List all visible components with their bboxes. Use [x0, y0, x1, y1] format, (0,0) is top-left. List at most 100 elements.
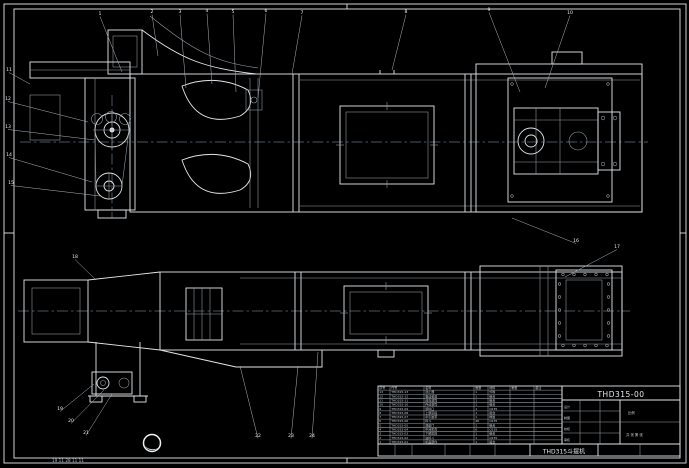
callout-number: 15	[8, 180, 14, 186]
bom-cell: 1	[379, 440, 381, 444]
bolt-hole	[595, 344, 598, 347]
sig-label: 审核	[564, 437, 570, 442]
leader-line	[180, 15, 186, 89]
discharge-chute	[142, 30, 256, 74]
inspection-door-bottom	[340, 282, 432, 357]
scale-label: 比例	[628, 410, 635, 415]
leader-line	[512, 218, 576, 244]
leader-line	[240, 366, 258, 439]
leader-line	[292, 16, 302, 75]
bom-cell: 备注	[535, 385, 541, 390]
bolt-hole	[562, 273, 565, 276]
callout-number: 23	[288, 433, 294, 439]
bolt-hole	[607, 322, 610, 325]
bolt-hole	[607, 283, 610, 286]
callout-number: 1	[99, 11, 102, 17]
side-bracket	[30, 95, 60, 140]
drive-top-box	[552, 52, 582, 64]
bucket-profile	[182, 154, 251, 193]
bolt-hole	[558, 283, 561, 286]
bom-cell: 重量	[511, 385, 517, 390]
bolt-hole	[558, 322, 561, 325]
callout-number: 24	[309, 433, 315, 439]
door-handle	[378, 350, 394, 357]
parts-list-table: 序号代号名称数量材料重量备注13THD315-13逆止器1外购12THD315-…	[378, 385, 562, 444]
bom-cell: 机座部件	[425, 439, 437, 444]
title-block: THD315-00 比例 共 张 第 张 设计制图校核审核 THD315斗提机	[378, 386, 680, 456]
bom-cell: 1	[475, 440, 477, 444]
leader-line	[565, 250, 617, 278]
callout-number: 2	[151, 9, 154, 15]
bolt-hole	[558, 296, 561, 299]
callout-number: 13	[5, 124, 11, 130]
sig-label: 制图	[564, 415, 570, 420]
bolt-hole	[607, 296, 610, 299]
boot-section	[24, 272, 322, 402]
bolt-hole	[573, 344, 576, 347]
takeup-device	[92, 372, 132, 394]
callout-number: 16	[573, 238, 579, 244]
sig-label: 校核	[564, 426, 570, 431]
leader-line	[60, 384, 94, 412]
callout-number: 14	[6, 152, 12, 158]
bucket-profile	[182, 80, 251, 119]
callout-number: 12	[5, 96, 11, 102]
boot-skirt	[160, 350, 322, 367]
callout-number: 4	[206, 8, 209, 14]
leader-line	[233, 15, 236, 93]
bom-cell: 组合	[489, 439, 495, 444]
leader-line	[100, 17, 122, 73]
signature-grid: 设计制图校核审核	[564, 404, 570, 442]
leader-line	[11, 186, 100, 197]
callout-number: 5	[232, 9, 235, 15]
bolt-hole	[606, 273, 609, 276]
drive-frame	[476, 64, 642, 212]
sheet-label: 共 张 第 张	[626, 432, 643, 437]
leader-line	[9, 73, 30, 85]
leader-line	[9, 158, 92, 183]
drawing-title: THD315斗提机	[542, 448, 585, 456]
leader-line	[8, 130, 95, 141]
bolt-hole	[573, 273, 576, 276]
drive-section	[476, 52, 642, 212]
foot-pad	[90, 396, 102, 402]
inspection-door-top	[336, 102, 438, 188]
bolt-hole	[584, 273, 587, 276]
coupling	[518, 128, 544, 154]
leader-line	[75, 260, 96, 281]
edge-marks: 19 11 28 11 11	[52, 458, 84, 463]
bearing-plate	[598, 112, 620, 170]
leader-line	[207, 14, 212, 85]
bolt-hole	[562, 344, 565, 347]
callout-number: 11	[6, 67, 12, 73]
sig-label: 设计	[564, 404, 570, 409]
callout-number: 10	[567, 10, 573, 16]
bolt-hole	[584, 344, 587, 347]
bucket-bolt-detail	[246, 90, 262, 110]
leader-line	[8, 102, 88, 123]
foot-pad	[134, 396, 146, 402]
bottom-view-elevation	[18, 266, 630, 402]
buckets-and-chute	[142, 16, 262, 208]
top-view-elevation	[20, 16, 648, 218]
callout-number: 20	[68, 418, 74, 424]
drawing-number: THD315-00	[596, 390, 644, 399]
leader-line	[291, 366, 298, 439]
leader-line	[392, 15, 406, 71]
callout-number: 22	[255, 433, 261, 439]
leader-line	[152, 15, 158, 57]
callout-number: 3	[179, 9, 182, 15]
bom-cell: THD315-01	[390, 440, 408, 444]
callout-number: 17	[614, 244, 620, 250]
bolt-hole	[558, 335, 561, 338]
callout-number: 18	[72, 254, 78, 260]
part-callouts: 123456789101112131415161718192021222324	[5, 7, 620, 439]
callout-number: 6	[265, 8, 268, 14]
callout-number: 19	[57, 406, 63, 412]
callout-number: 21	[83, 430, 89, 436]
callout-number: 8	[405, 9, 408, 15]
bolt-hole	[607, 335, 610, 338]
gearbox	[514, 108, 598, 174]
bolt-hole	[595, 273, 598, 276]
